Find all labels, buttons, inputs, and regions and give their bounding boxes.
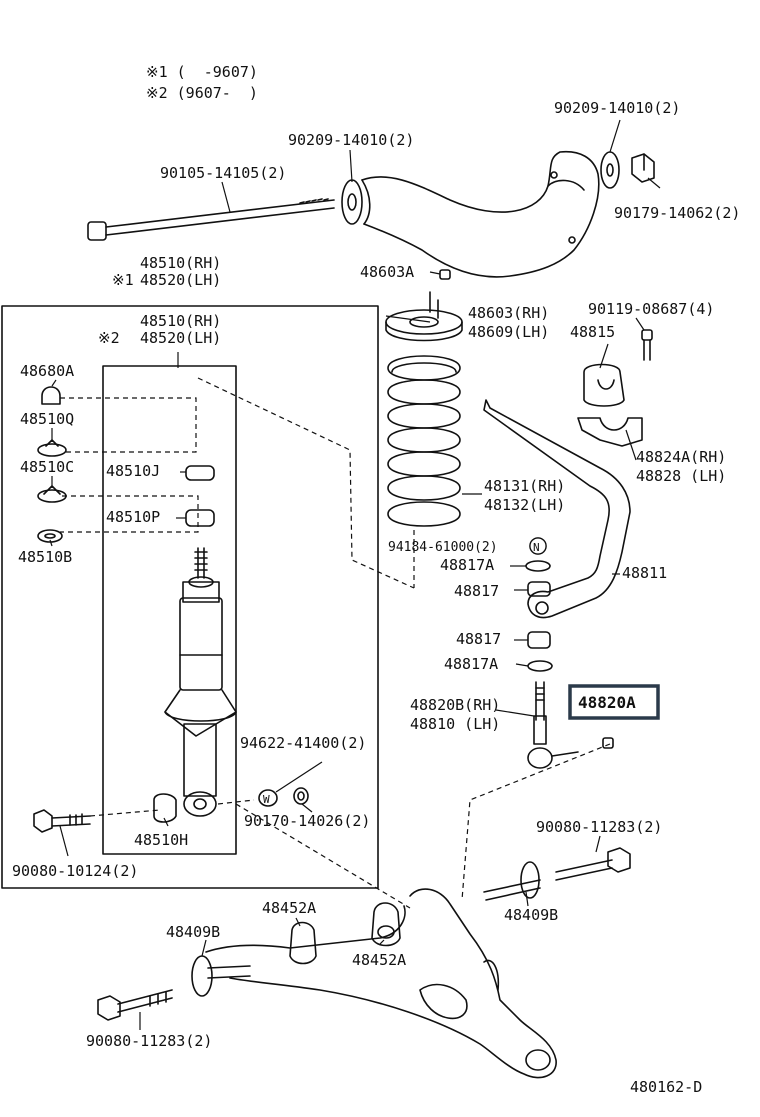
washer-94622-41400: [258, 789, 278, 807]
label-94184-61000: 94184-61000(2): [388, 540, 498, 555]
label-48510C: 48510C: [20, 458, 74, 476]
cushion-48817A-upper: [525, 560, 551, 572]
label-48815: 48815: [570, 323, 615, 341]
shock-group-frame: [1, 305, 379, 889]
bushing-48510H: [153, 793, 177, 823]
upper-control-arm: [361, 150, 600, 278]
label-48811: 48811: [622, 564, 667, 582]
label-48824A-rh: 48824A(RH): [636, 448, 726, 466]
diagram-id: 480162-D: [630, 1078, 702, 1096]
label-48828-lh: 48828 (LH): [636, 467, 726, 485]
label-48820A: 48820A: [578, 693, 636, 712]
cushion-48510C: [37, 485, 67, 503]
bushing-48452A-right: [371, 902, 401, 947]
label-48510-rh-top: 48510(RH): [140, 254, 221, 272]
label-90170-14026: 90170-14026(2): [244, 812, 370, 830]
label-48510-rh-box: 48510(RH): [140, 312, 221, 330]
label-90119-08687: 90119-08687(4): [588, 300, 714, 318]
upper-arm-nut-90179-14062: [631, 153, 655, 183]
bushing-48815: [583, 363, 625, 407]
label-48817A-lower: 48817A: [444, 655, 498, 673]
label-48603A: 48603A: [360, 263, 414, 281]
label-48609-lh: 48609(LH): [468, 323, 549, 341]
label-nut-mark: N: [533, 541, 540, 554]
label-48132-lh: 48132(LH): [484, 496, 565, 514]
label-48817A-upper: 48817A: [440, 556, 494, 574]
label-48510Q: 48510Q: [20, 410, 74, 428]
label-48452A-lower: 48452A: [352, 951, 406, 969]
bushing-48817-upper: [527, 581, 551, 597]
bolt-90119-08687: [641, 329, 653, 361]
label-48510B: 48510B: [18, 548, 72, 566]
legend-note-2: ※2 (9607- ): [146, 84, 258, 102]
assembly-lines: [60, 377, 611, 909]
stabilizer-bar-48811: [483, 399, 631, 619]
label-90080-11283-right: 90080-11283(2): [536, 818, 662, 836]
upper-arm-washer-right: [600, 151, 620, 189]
label-48510J: 48510J: [106, 462, 160, 480]
label-48817-lower: 48817: [456, 630, 501, 648]
label-48680A: 48680A: [20, 362, 74, 380]
bolt-90080-11283-right: [555, 847, 631, 881]
label-90209-14010-mid: 90209-14010(2): [288, 131, 414, 149]
label-48603-rh: 48603(RH): [468, 304, 549, 322]
nut-48820A: [602, 737, 614, 749]
label-90080-11283-left: 90080-11283(2): [86, 1032, 212, 1050]
label-48520-lh-box: 48520(LH): [140, 329, 221, 347]
bracket-48824A: [577, 417, 643, 447]
label-90080-10124: 90080-10124(2): [12, 862, 138, 880]
cap-48680A: [41, 386, 61, 405]
bushing-48510P: [185, 509, 215, 527]
spring-upper-seat-48603: [385, 291, 463, 342]
nut-90170-14026: [293, 787, 309, 805]
stabilizer-link-48820B: [527, 681, 579, 769]
label-48820B-rh: 48820B(RH): [410, 696, 500, 714]
label-48409B-left: 48409B: [166, 923, 220, 941]
legend-note-1: ※1 ( -9607): [146, 63, 258, 81]
label-48510P: 48510P: [106, 508, 160, 526]
label-48817-upper: 48817: [454, 582, 499, 600]
nut-48603A: [439, 269, 451, 280]
label-48409B-right: 48409B: [504, 906, 558, 924]
cam-48409B-left: [191, 955, 251, 997]
cam-48409B-right: [483, 861, 541, 901]
cushion-48817A-lower: [527, 660, 553, 672]
shock-subgroup-frame: [102, 365, 237, 855]
coil-spring-48131: [387, 355, 461, 527]
bolt-90080-11283-left: [97, 989, 173, 1021]
label-90209-14010-top: 90209-14010(2): [554, 99, 680, 117]
label-48452A-upper: 48452A: [262, 899, 316, 917]
label-90105-14105: 90105-14105(2): [160, 164, 286, 182]
label-48510H: 48510H: [134, 831, 188, 849]
labels: ※1 ( -9607) ※2 (9607- ) 90209-14010(2) 9…: [12, 63, 740, 1096]
label-90179-14062: 90179-14062(2): [614, 204, 740, 222]
label-mark-1: ※1: [112, 271, 134, 289]
label-94622-41400: 94622-41400(2): [240, 734, 366, 752]
label-48131-rh: 48131(RH): [484, 477, 565, 495]
leader-lines: [49, 119, 661, 1030]
upper-arm-washer-90209-14010: [341, 179, 363, 225]
bolt-90080-10124: [33, 809, 91, 833]
bushing-48452A-left: [289, 921, 317, 965]
cushion-48510Q: [37, 439, 67, 457]
label-48520-lh-top: 48520(LH): [140, 271, 221, 289]
highlight-box-48820A: [568, 684, 660, 720]
label-48810-lh: 48810 (LH): [410, 715, 500, 733]
bushing-48817-lower: [527, 631, 551, 649]
nut-mark-circle: [529, 537, 547, 555]
label-washer-mark: W: [263, 793, 270, 806]
label-mark-2: ※2: [98, 329, 120, 347]
washer-48510B: [37, 529, 63, 543]
bushing-48510J: [185, 465, 215, 481]
upper-arm-bolt-90105-14105: [87, 198, 335, 241]
shock-absorber-48510: [164, 547, 237, 817]
